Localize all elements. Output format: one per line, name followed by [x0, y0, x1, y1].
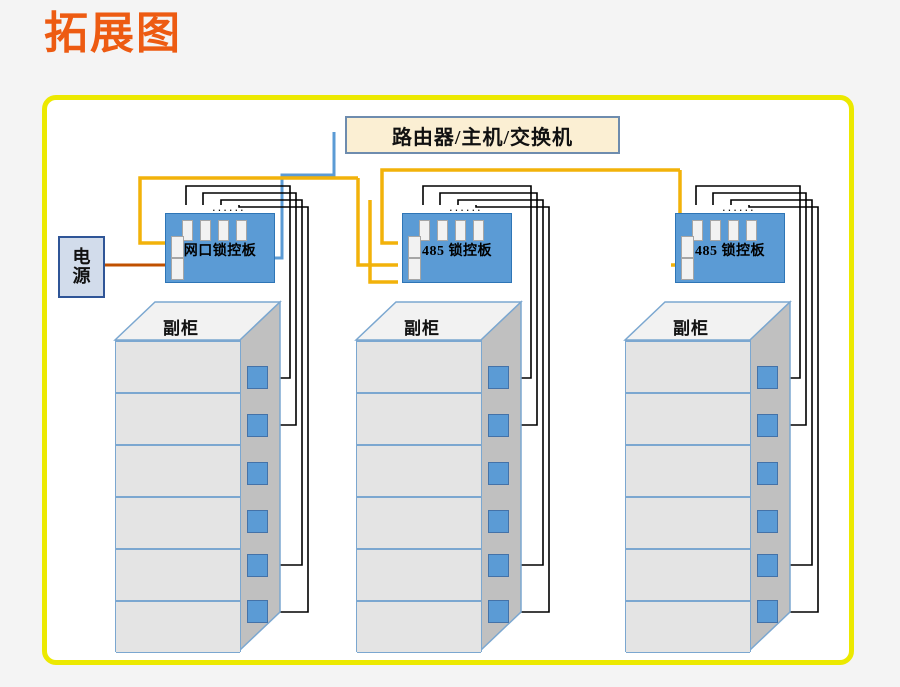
cabinet-front-panel — [356, 340, 482, 653]
lock-control-board-485-a[interactable]: ...... 485 锁控板 — [402, 200, 512, 283]
board-top-pad-3 — [728, 220, 739, 241]
cabinet-drawer[interactable] — [116, 445, 240, 497]
cabinet-front-panel — [115, 340, 241, 653]
page-title: 拓展图 — [44, 9, 182, 58]
cabinet-front-panel — [625, 340, 751, 653]
cabinet-drawer[interactable] — [116, 497, 240, 549]
board-left-pad-bus — [171, 236, 184, 258]
cabinet-lock[interactable] — [247, 600, 268, 623]
cabinet-drawer[interactable] — [357, 445, 481, 497]
cabinet-lock[interactable] — [488, 510, 509, 533]
power-supply-box[interactable]: 电 源 — [58, 236, 105, 298]
cabinet-lock[interactable] — [488, 414, 509, 437]
cabinet-drawer[interactable] — [626, 549, 750, 601]
board-left-pad-bus-out — [681, 258, 694, 280]
board-left-pad-power — [171, 258, 184, 280]
board-label: 485 锁控板 — [422, 244, 492, 259]
cabinet-drawer[interactable] — [357, 549, 481, 601]
board-top-pad-2 — [437, 220, 448, 241]
board-top-pad-1 — [182, 220, 193, 241]
lock-control-board-network[interactable]: ...... 网口锁控板 — [165, 200, 275, 283]
cabinet-drawer[interactable] — [626, 341, 750, 393]
board-top-pad-2 — [710, 220, 721, 241]
cabinet-lock[interactable] — [247, 554, 268, 577]
cabinet-lock[interactable] — [488, 462, 509, 485]
board-left-pad-bus-out — [408, 258, 421, 280]
cabinet-drawer[interactable] — [116, 601, 240, 653]
cabinet-drawer[interactable] — [357, 341, 481, 393]
cabinet-1[interactable]: 副柜 — [115, 302, 295, 653]
cabinet-lock[interactable] — [488, 554, 509, 577]
power-label-line2: 源 — [72, 266, 91, 286]
board-top-pad-1 — [419, 220, 430, 241]
cabinet-lock[interactable] — [488, 366, 509, 389]
board-left-pad-bus-in — [408, 236, 421, 258]
cabinet-label: 副柜 — [404, 319, 440, 338]
cabinet-drawer[interactable] — [626, 393, 750, 445]
cabinet-lock[interactable] — [247, 366, 268, 389]
board-top-pad-4 — [473, 220, 484, 241]
cabinet-lock[interactable] — [488, 600, 509, 623]
cabinet-drawer[interactable] — [116, 393, 240, 445]
board-top-pad-4 — [236, 220, 247, 241]
cabinet-lock[interactable] — [757, 510, 778, 533]
board-top-pad-3 — [218, 220, 229, 241]
cabinet-lock[interactable] — [757, 600, 778, 623]
board-top-pad-4 — [746, 220, 757, 241]
cabinet-lock[interactable] — [247, 414, 268, 437]
board-top-pad-2 — [200, 220, 211, 241]
cabinet-drawer[interactable] — [626, 497, 750, 549]
cabinet-drawer[interactable] — [357, 393, 481, 445]
cabinet-label: 副柜 — [673, 319, 709, 338]
board-label: 485 锁控板 — [695, 244, 765, 259]
cabinet-label: 副柜 — [163, 319, 199, 338]
cabinet-drawer[interactable] — [357, 601, 481, 653]
cabinet-lock[interactable] — [757, 366, 778, 389]
board-pads-ellipsis: ...... — [722, 199, 756, 214]
cabinet-drawer[interactable] — [626, 601, 750, 653]
cabinet-lock[interactable] — [757, 462, 778, 485]
cabinet-lock[interactable] — [247, 462, 268, 485]
cabinet-drawer[interactable] — [626, 445, 750, 497]
power-label-line1: 电 — [72, 247, 91, 268]
cabinet-drawer[interactable] — [357, 497, 481, 549]
board-top-pad-1 — [692, 220, 703, 241]
board-left-pad-bus-in — [681, 236, 694, 258]
board-pads-ellipsis: ...... — [212, 199, 246, 214]
cabinet-lock[interactable] — [757, 414, 778, 437]
cabinet-lock[interactable] — [247, 510, 268, 533]
cabinet-3[interactable]: 副柜 — [625, 302, 805, 653]
cabinet-drawer[interactable] — [116, 341, 240, 393]
lock-control-board-485-b[interactable]: ...... 485 锁控板 — [675, 200, 785, 283]
board-pads-ellipsis: ...... — [449, 199, 483, 214]
board-top-pad-3 — [455, 220, 466, 241]
board-label: 网口锁控板 — [183, 244, 257, 259]
router-host-switch-box[interactable]: 路由器/主机/交换机 — [345, 116, 620, 154]
router-label: 路由器/主机/交换机 — [391, 126, 574, 149]
cabinet-2[interactable]: 副柜 — [356, 302, 536, 653]
cabinet-drawer[interactable] — [116, 549, 240, 601]
cabinet-lock[interactable] — [757, 554, 778, 577]
